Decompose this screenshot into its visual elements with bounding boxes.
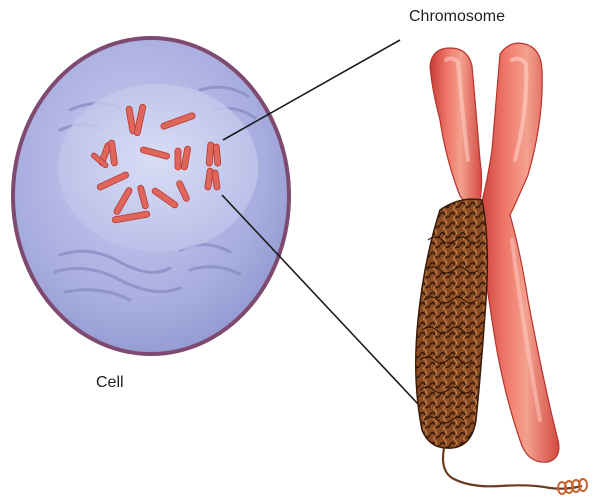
- chromosome-large: [416, 43, 587, 494]
- chromosome-label: Chromosome: [409, 8, 505, 26]
- chromatid-right: [478, 43, 559, 462]
- cell-label: Cell: [96, 374, 124, 392]
- nucleus: [58, 84, 258, 252]
- dna-coil-end: [558, 479, 587, 494]
- chromatid-left-upper: [430, 48, 482, 210]
- cell: [13, 38, 289, 354]
- chromatin-coil: [416, 199, 488, 448]
